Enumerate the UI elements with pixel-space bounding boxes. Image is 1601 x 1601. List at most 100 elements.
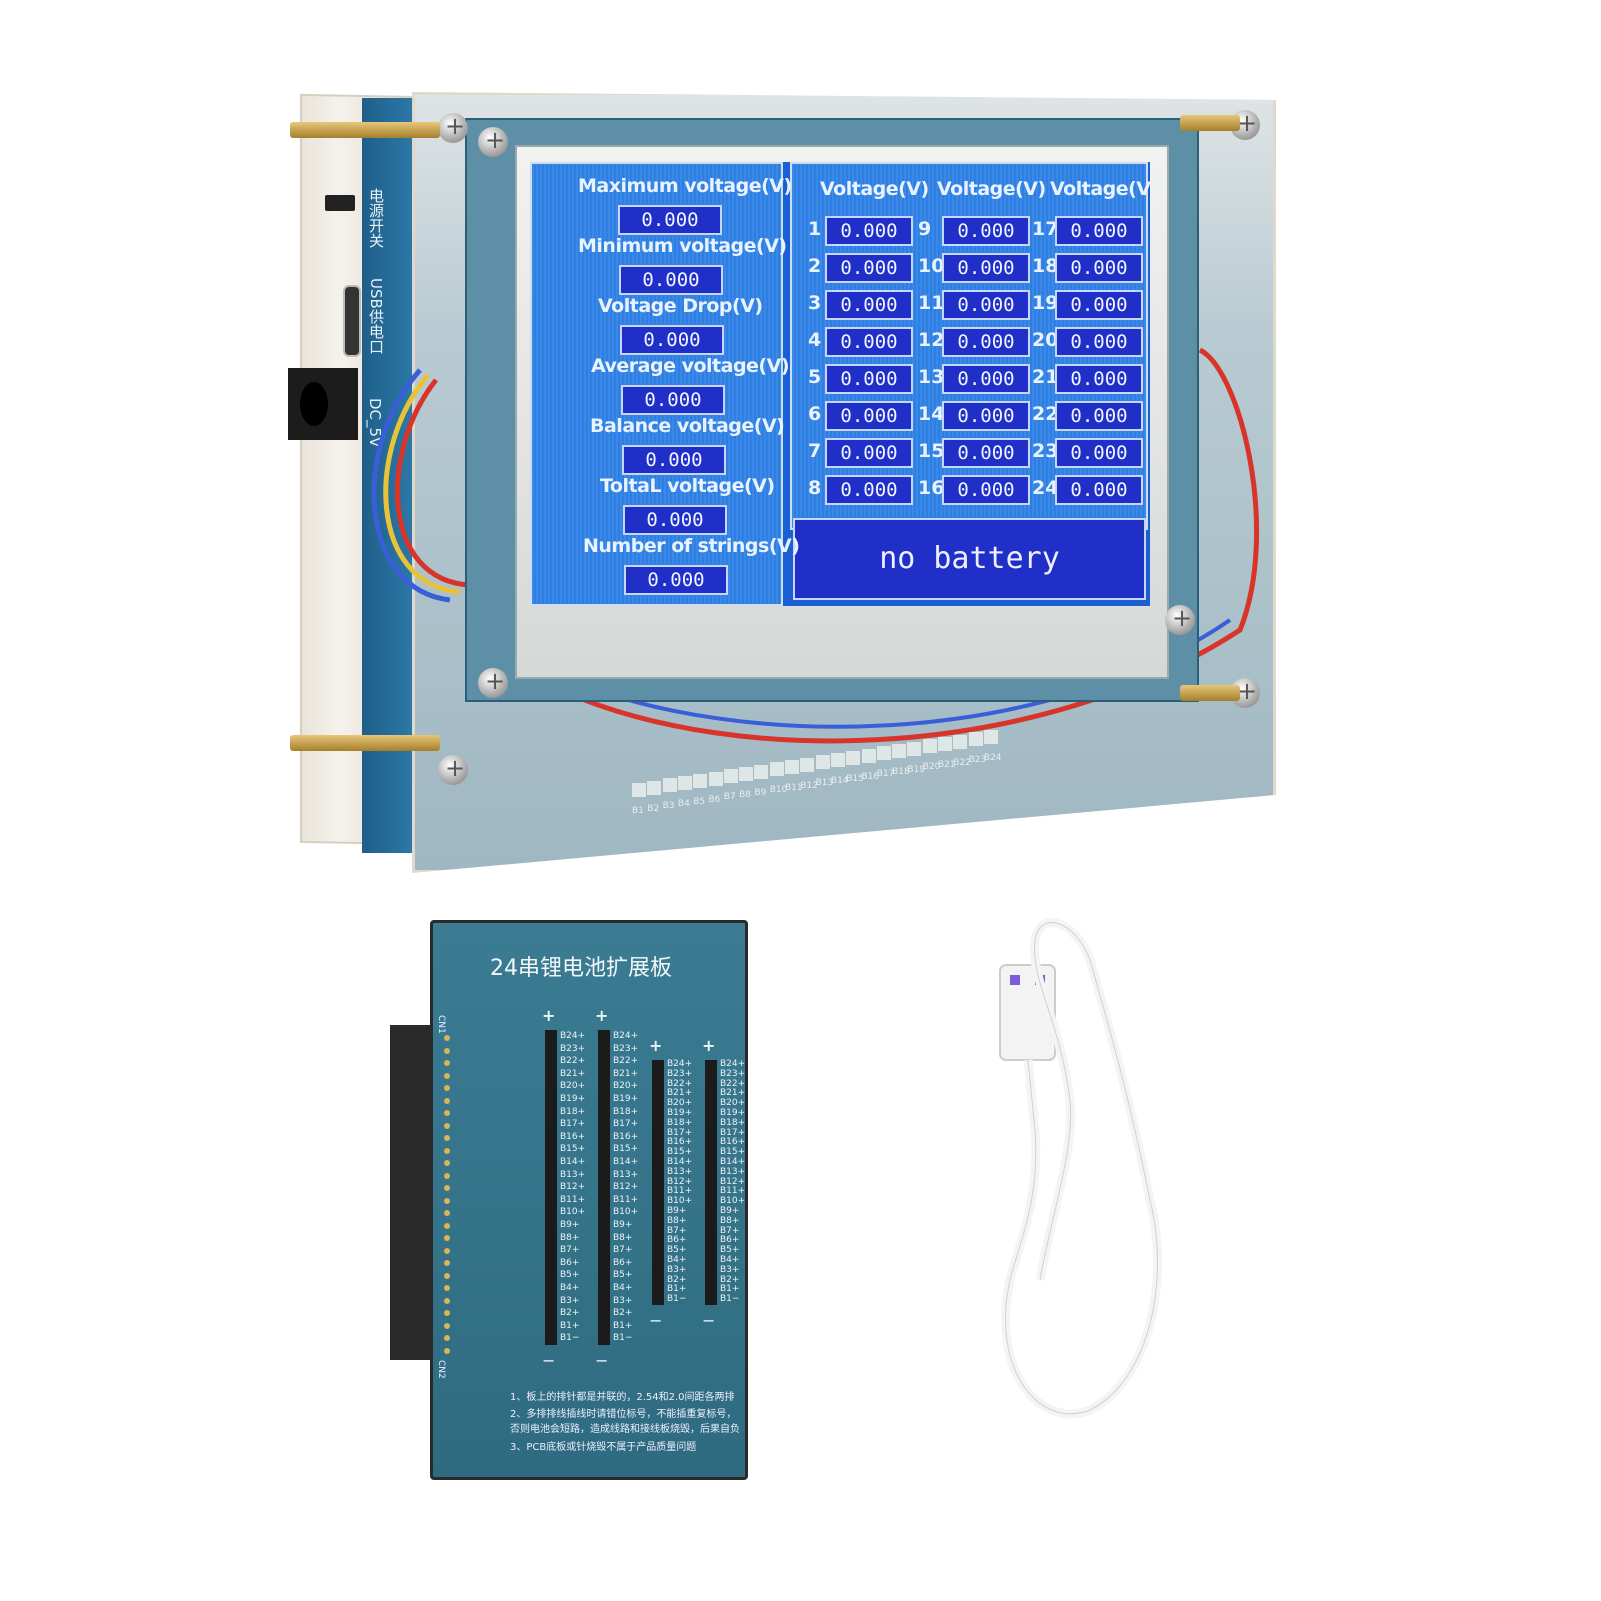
- pin-label: B16+: [560, 1131, 586, 1142]
- side-pcb: 电源开关 USB供电口 DC_5V: [362, 98, 414, 853]
- pin-label: B20+: [667, 1098, 693, 1109]
- metric-value: 0.000: [621, 385, 725, 415]
- cell-voltage: 0.000: [1055, 253, 1143, 283]
- connector-pin: [444, 1085, 450, 1091]
- pin-label: B16+: [667, 1137, 693, 1148]
- cell-number: 20: [1032, 329, 1059, 351]
- cell-voltage: 0.000: [825, 438, 913, 468]
- connector-pin: [444, 1197, 450, 1204]
- solder-pad: [739, 766, 754, 781]
- cell-number: 12: [918, 329, 945, 351]
- pin-label: B11+: [720, 1186, 746, 1197]
- cell-number: 18: [1032, 255, 1059, 277]
- note-2-cont: 否则电池会短路，造成线路和接线板烧毁，后果自负: [510, 1424, 740, 1435]
- pin-label: B1+: [667, 1284, 687, 1295]
- cell-number: 10: [918, 255, 945, 277]
- cell-voltage: 0.000: [1055, 216, 1143, 246]
- pin-label: B4+: [720, 1255, 740, 1265]
- pin-label: B10+: [560, 1207, 586, 1218]
- metric-label: Maximum voltage(V): [578, 175, 792, 197]
- solder-pad: [708, 771, 723, 786]
- note-2: 2、多排排线插线时请错位标号，不能插重复标号，: [510, 1409, 737, 1420]
- pin-header[interactable]: [545, 1030, 557, 1345]
- pin-label: B8+: [667, 1215, 687, 1226]
- pin-label: B20+: [613, 1081, 639, 1092]
- board-title: 24串锂电池扩展板: [490, 956, 672, 981]
- cell-number: 23: [1032, 440, 1059, 462]
- pin-label: B10+: [667, 1196, 693, 1207]
- solder-pad: [662, 778, 677, 793]
- metric-value: 0.000: [623, 505, 727, 535]
- pad-label: B3: [662, 801, 675, 812]
- connector-pin: [444, 1072, 450, 1079]
- cell-number: 8: [808, 477, 822, 499]
- connector-pin: [444, 1185, 450, 1191]
- pin-label: B16+: [613, 1131, 639, 1142]
- cell-number: 7: [808, 440, 822, 462]
- cell-voltage: 0.000: [825, 364, 913, 394]
- pin-label: B13+: [667, 1166, 693, 1177]
- pin-label: B15+: [720, 1147, 746, 1158]
- metric-label: ToltaL voltage(V): [600, 475, 775, 497]
- pin-label: B11+: [667, 1186, 693, 1197]
- cell-voltage: 0.000: [1055, 401, 1143, 431]
- pin-label: B8+: [720, 1215, 740, 1226]
- power-switch[interactable]: [325, 195, 355, 211]
- pin-label: B7+: [613, 1245, 633, 1256]
- pin-label: B7+: [560, 1245, 580, 1256]
- cell-number: 22: [1032, 403, 1059, 425]
- metric-value: 0.000: [619, 265, 723, 295]
- minus-sign: −: [595, 1351, 609, 1370]
- pin-label: B9+: [560, 1220, 580, 1230]
- cell-voltage: 0.000: [942, 438, 1030, 468]
- minus-sign: −: [649, 1311, 663, 1330]
- pad-label: B8: [739, 789, 751, 800]
- pin-label: B8+: [613, 1232, 633, 1243]
- pin-label: B14+: [667, 1157, 693, 1167]
- solder-pad: [723, 769, 738, 784]
- cell-number: 15: [918, 440, 945, 462]
- pad-label: B5: [693, 796, 706, 807]
- solder-pad: [876, 746, 891, 761]
- pin-label: B13+: [720, 1166, 746, 1177]
- connector-pin: [444, 1222, 450, 1229]
- cell-voltage: 0.000: [942, 327, 1030, 357]
- pin-label: B14+: [720, 1157, 746, 1167]
- connector-pin: [444, 1147, 450, 1154]
- solder-pad: [769, 762, 784, 777]
- metric-label: Balance voltage(V): [590, 415, 785, 437]
- cell-number: 9: [918, 218, 932, 240]
- pin-label: B6+: [720, 1235, 740, 1246]
- pin-label: B21+: [667, 1088, 693, 1099]
- note-1: 1、板上的排针都是并联的，2.54和2.0间距各两排: [510, 1392, 735, 1403]
- usb-c-port[interactable]: [343, 285, 361, 357]
- plus-sign: +: [542, 1006, 556, 1025]
- screw-icon: [438, 754, 468, 785]
- pad-label: B10: [769, 785, 788, 796]
- pad-label: B7: [723, 792, 736, 803]
- pin-label: B21+: [720, 1088, 746, 1099]
- connector-pin: [444, 1135, 450, 1141]
- dc-jack[interactable]: [288, 368, 358, 440]
- pin-label: B18+: [667, 1117, 693, 1128]
- cell-number: 21: [1032, 366, 1059, 388]
- pin-label: B17+: [560, 1119, 586, 1130]
- pin-header[interactable]: [652, 1060, 664, 1305]
- pin-label: B1+: [720, 1284, 740, 1295]
- pin-label: B19+: [720, 1108, 746, 1118]
- cell-number: 3: [808, 292, 822, 314]
- cell-number: 24: [1032, 477, 1059, 499]
- metric-label: Average voltage(V): [591, 355, 790, 377]
- cell-number: 17: [1032, 218, 1059, 240]
- solder-pad: [846, 750, 861, 765]
- cell-voltage: 0.000: [825, 216, 913, 246]
- pin-header[interactable]: [705, 1060, 717, 1305]
- cell-voltage: 0.000: [1055, 364, 1143, 394]
- connector-pin: [444, 1297, 450, 1304]
- cell-number: 6: [808, 403, 822, 425]
- minus-sign: −: [542, 1351, 556, 1370]
- metric-label: Voltage Drop(V): [598, 295, 763, 317]
- pin-label: B19+: [560, 1094, 586, 1104]
- pin-header[interactable]: [598, 1030, 610, 1345]
- pin-label: B21+: [613, 1068, 639, 1079]
